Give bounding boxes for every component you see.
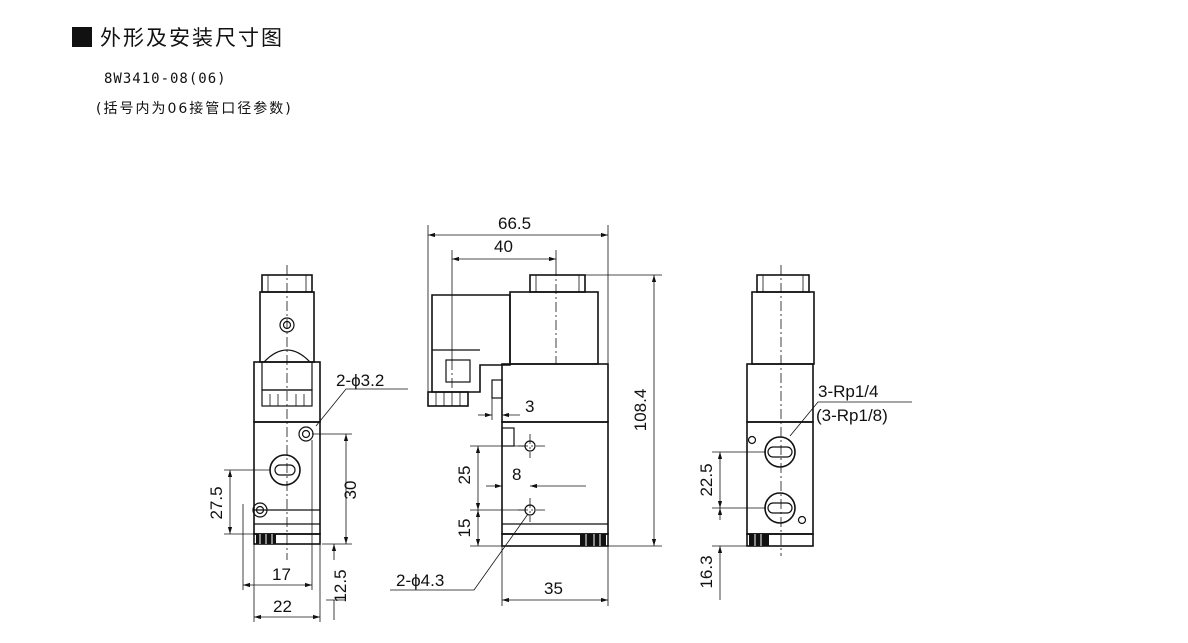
front-view — [252, 265, 321, 560]
front-dim-30: 30 — [341, 481, 360, 500]
front-dim-27-5: 27.5 — [207, 486, 226, 519]
side-dimensions: 66.5 40 108.4 3 25 8 15 2-ϕ4.3 — [390, 214, 662, 606]
rear-dim-22-5: 22.5 — [697, 463, 716, 496]
section-header: 外形及安装尺寸图 — [72, 22, 284, 52]
side-dim-15: 15 — [455, 519, 474, 538]
parameter-note: (括号内为06接管口径参数) — [96, 101, 293, 117]
rear-port-label-alt: (3-Rp1/8) — [816, 406, 888, 425]
front-dim-22: 22 — [273, 597, 292, 616]
front-dim-12-5: 12.5 — [331, 569, 350, 602]
side-dim-8: 8 — [512, 465, 521, 484]
front-dimensions: 2-ϕ3.2 30 27.5 17 22 12.5 — [207, 371, 408, 622]
header-square-icon — [72, 27, 92, 47]
front-hole-label: 2-ϕ3.2 — [336, 371, 384, 390]
front-dim-17: 17 — [272, 565, 291, 584]
model-number: 8W3410-08(06) — [104, 71, 227, 87]
side-dim-66-5: 66.5 — [498, 214, 531, 233]
rear-dim-16-3: 16.3 — [697, 555, 716, 588]
rear-dimensions: 3-Rp1/4 (3-Rp1/8) 22.5 16.3 — [697, 382, 912, 600]
side-hole-label: 2-ϕ4.3 — [396, 571, 444, 590]
page-title: 外形及安装尺寸图 — [100, 26, 284, 50]
side-dim-108-4: 108.4 — [631, 389, 650, 432]
side-dim-35: 35 — [544, 579, 563, 598]
side-dim-3: 3 — [525, 397, 534, 416]
side-view — [427, 266, 609, 547]
side-dim-40: 40 — [494, 237, 513, 256]
rear-view — [746, 265, 815, 556]
side-dim-25: 25 — [455, 466, 474, 485]
rear-port-label: 3-Rp1/4 — [818, 382, 878, 401]
